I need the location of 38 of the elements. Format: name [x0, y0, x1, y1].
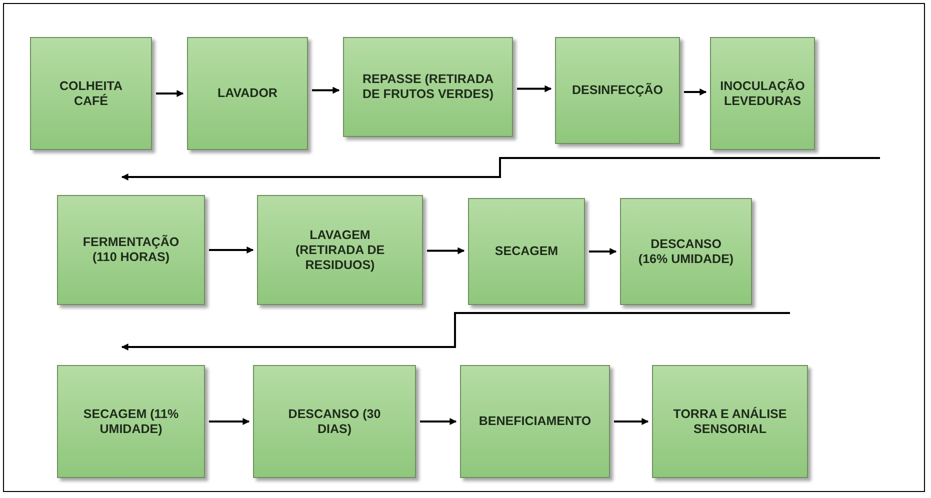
step-label: LAVAGEM (RETIRADA DE RESIDUOS): [294, 228, 386, 272]
process-box: [57, 195, 205, 305]
step-label: DESCANSO (30 DIAS): [287, 406, 382, 436]
step-label: DESINFECÇÃO: [572, 83, 663, 98]
arrow: [312, 86, 340, 94]
process-box: [460, 365, 610, 478]
arrow: [420, 418, 457, 425]
process-box: [57, 365, 205, 478]
process-box: [652, 365, 808, 478]
arrow: [209, 246, 254, 254]
arrow: [121, 157, 880, 180]
process-box: [343, 37, 513, 137]
step-label: BENEFICIAMENTO: [478, 414, 592, 429]
process-box: [257, 195, 423, 305]
process-box: [555, 37, 680, 144]
step-label: FERMENTAÇÃO (110 HORAS): [82, 235, 180, 265]
arrow: [121, 312, 790, 350]
process-box: [30, 37, 152, 150]
process-box: [187, 37, 308, 150]
process-box: [710, 37, 815, 150]
step-label: LAVADOR: [218, 86, 278, 101]
step-label: TORRA E ANÁLISE SENSORIAL: [672, 406, 788, 436]
arrow: [156, 90, 184, 97]
arrow: [684, 88, 707, 96]
step-label: SECAGEM: [494, 244, 558, 259]
step-label: COLHEITA CAFÉ: [58, 78, 124, 108]
step-label: INOCULAÇÃO LEVEDURAS: [720, 78, 805, 108]
process-box: [253, 365, 416, 478]
process-box: [620, 198, 752, 305]
arrow: [209, 418, 250, 425]
process-box: [468, 198, 585, 305]
step-label: SECAGEM (11% UMIDADE): [82, 406, 180, 436]
step-label: REPASSE (RETIRADA DE FRUTOS VERDES): [361, 72, 495, 102]
arrow: [517, 85, 552, 92]
step-label: DESCANSO (16% UMIDADE): [637, 236, 735, 266]
arrow: [589, 248, 617, 255]
arrow: [427, 247, 465, 254]
arrow: [614, 418, 649, 425]
